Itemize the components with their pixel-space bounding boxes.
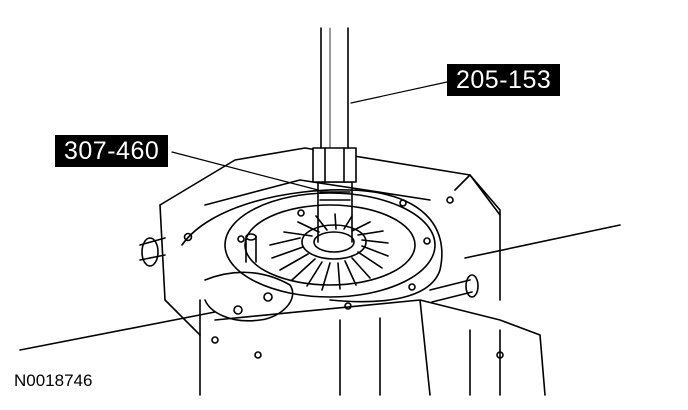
callout-205-153: 205-153: [447, 64, 561, 96]
hex-adapter: [312, 147, 357, 183]
pump-plate: [181, 189, 443, 303]
callout-307-460: 307-460: [55, 135, 169, 167]
valve-body: [199, 271, 294, 396]
installer-grip-lines: [319, 191, 351, 201]
seal-outer: [301, 224, 367, 260]
pump-mid-ring: [244, 204, 416, 286]
seal-inner: [313, 231, 355, 253]
leader-205-153: [350, 81, 448, 104]
pump-outer-ring: [224, 192, 436, 298]
dowel-pin-left-top: [245, 233, 257, 241]
figure-id: N0018746: [14, 371, 93, 390]
housing-right-face: [454, 174, 501, 216]
bolt-holes: [183, 196, 504, 359]
lower-housing-detail: [339, 317, 501, 396]
dowel-pin-left: [245, 235, 257, 263]
handle-shaft: [320, 27, 349, 149]
housing-inner-edge: [204, 179, 431, 206]
housing-top: [159, 147, 501, 301]
hex-adapter-facets: [324, 147, 345, 183]
left-plug: [141, 237, 159, 267]
stator-vanes: [269, 213, 389, 291]
output-shaft-end: [465, 274, 479, 298]
housing-left-face: [159, 204, 201, 336]
leader-307-460: [171, 151, 319, 191]
output-shaft: [429, 279, 473, 303]
